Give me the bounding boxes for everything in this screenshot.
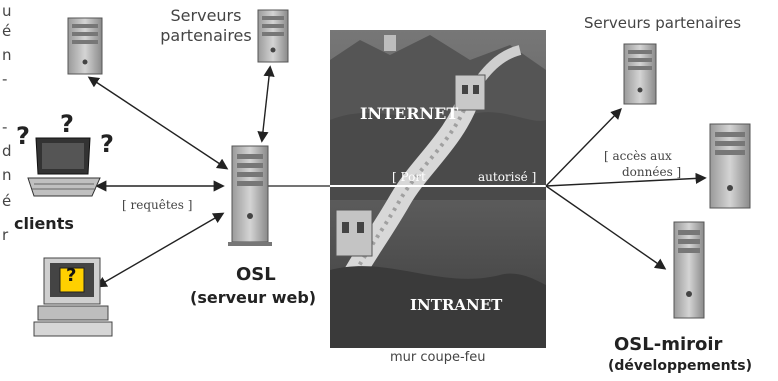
left-char: u bbox=[2, 2, 12, 20]
osl-mirror-title: OSL-miroir bbox=[614, 334, 723, 355]
osl-server-icon bbox=[228, 145, 272, 246]
access-data-line2: données ] bbox=[622, 165, 682, 179]
question-mark: ? bbox=[100, 130, 114, 158]
port-label-right: autorisé ] bbox=[478, 170, 537, 184]
arrow-to-right-server-mid bbox=[545, 172, 707, 187]
osl-mirror-subtitle: (développements) bbox=[608, 358, 752, 374]
firewall-wall-image bbox=[330, 30, 546, 348]
question-mark: ? bbox=[60, 110, 74, 138]
internet-label: INTERNET bbox=[360, 104, 459, 123]
server-tower-right-top-icon bbox=[623, 43, 657, 105]
left-char: - bbox=[2, 70, 8, 88]
server-tower-right-large-icon bbox=[709, 123, 751, 209]
arrow-server-top-to-osl bbox=[257, 65, 275, 143]
port-label-left: [ Port bbox=[392, 170, 426, 184]
left-char: é bbox=[2, 22, 12, 40]
intranet-label: INTRANET bbox=[410, 296, 503, 314]
left-char: - bbox=[2, 118, 8, 136]
server-tower-top-icon bbox=[257, 9, 289, 63]
osl-mirror-server-icon bbox=[673, 221, 705, 319]
firewall-caption: mur coupe-feu bbox=[390, 350, 486, 365]
arrow-desktop-to-osl bbox=[95, 212, 225, 288]
left-char: n bbox=[2, 166, 12, 184]
laptop-icon bbox=[27, 137, 101, 197]
arrow-to-mirror bbox=[545, 185, 667, 270]
arrow-to-right-server-top bbox=[545, 107, 622, 187]
left-char: n bbox=[2, 46, 12, 64]
access-data-label: [ accès aux données ] bbox=[604, 148, 681, 180]
access-data-line1: [ accès aux bbox=[604, 149, 672, 163]
requests-label: [ requêtes ] bbox=[122, 198, 193, 212]
left-char: r bbox=[2, 226, 9, 244]
left-char: d bbox=[2, 142, 12, 160]
screen-question-mark: ? bbox=[66, 265, 77, 286]
arrow-server-left-to-osl bbox=[87, 76, 229, 170]
osl-subtitle: (serveur web) bbox=[190, 288, 317, 307]
desktop-computer-icon bbox=[33, 257, 113, 337]
server-tower-left-icon bbox=[67, 17, 103, 75]
servers-left-label: Serveurs partenaires bbox=[160, 6, 252, 45]
left-char: é bbox=[2, 192, 12, 210]
clients-label: clients bbox=[14, 214, 74, 233]
question-mark: ? bbox=[16, 122, 30, 150]
osl-title: OSL bbox=[236, 264, 276, 285]
servers-right-label: Serveurs partenaires bbox=[584, 14, 742, 32]
